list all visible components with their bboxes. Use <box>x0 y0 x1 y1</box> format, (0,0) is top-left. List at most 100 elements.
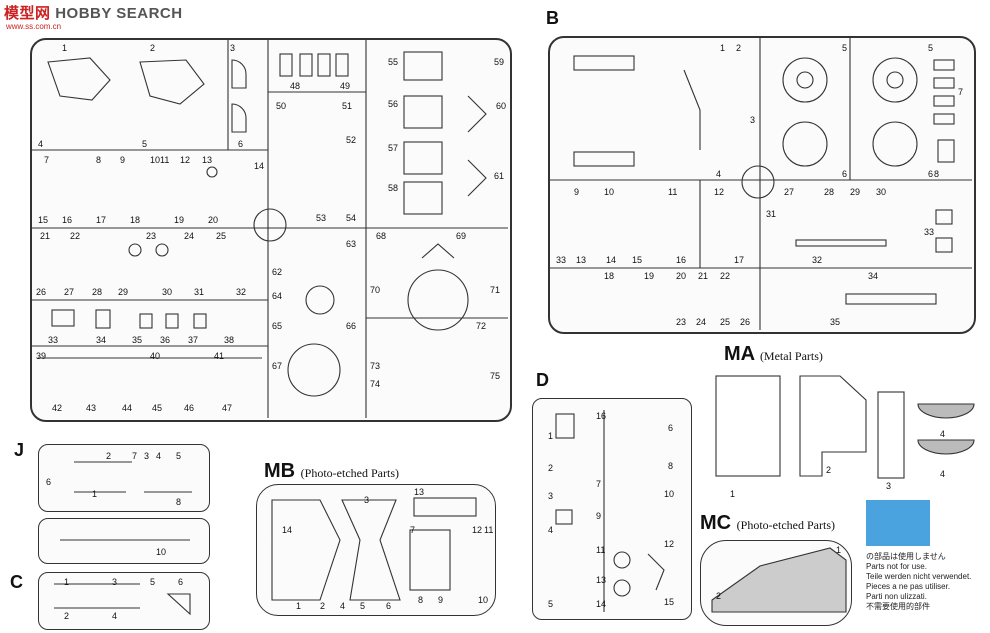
watermark-logo: 模型网 HOBBY SEARCH <box>4 2 183 23</box>
part-number-b: 2 <box>736 43 742 53</box>
part-number-b: 33 <box>924 227 935 237</box>
part-a66 <box>287 343 341 397</box>
part-mb13 <box>413 497 477 517</box>
part-mc1 <box>711 547 847 613</box>
part-number-mb: 9 <box>438 595 444 605</box>
legend-line-fr: Pieces a ne pas utiliser. <box>866 582 951 591</box>
part-number-a: 20 <box>208 215 219 225</box>
sprue-mb-label: MB <box>264 460 296 482</box>
part-d15 <box>647 553 665 591</box>
part-number-a: 39 <box>36 351 47 361</box>
sprue-mc-label: MC <box>700 512 732 534</box>
part-number-mb: 4 <box>340 601 346 611</box>
part-number-d: 12 <box>664 539 675 549</box>
sprue-j-top-frame <box>38 444 210 512</box>
part-number-a: 1 <box>62 43 68 53</box>
part-number-c: 2 <box>64 611 70 621</box>
part-number-a: 10 <box>150 155 161 165</box>
part-number-j: 5 <box>176 451 182 461</box>
part-number-a: 5 <box>142 139 148 149</box>
part-number-b: 4 <box>716 169 722 179</box>
sprue-c-frame <box>38 572 210 630</box>
part-number-b: 7 <box>958 87 964 97</box>
part-number-mc: 2 <box>716 591 722 601</box>
part-ma2 <box>799 375 867 477</box>
part-number-b: 9 <box>574 187 580 197</box>
part-number-a: 64 <box>272 291 283 301</box>
part-number-c: 6 <box>178 577 184 587</box>
part-number-mb: 8 <box>418 595 424 605</box>
part-number-d: 8 <box>668 461 674 471</box>
part-number-d: 14 <box>596 599 607 609</box>
part-b34 <box>845 293 937 305</box>
part-a59 <box>467 95 487 133</box>
legend-line-it: Parti non ulizzati. <box>866 592 927 601</box>
part-a48 <box>317 53 331 77</box>
sprue-c-title: C <box>10 572 23 592</box>
part-number-c: 1 <box>64 577 70 587</box>
part-number-a: 56 <box>388 99 399 109</box>
legend-line-ja: の部品は使用しません <box>866 552 946 561</box>
part-number-b: 18 <box>604 271 615 281</box>
part-b-box2 <box>573 151 635 167</box>
part-number-j: 1 <box>92 489 98 499</box>
part-number-b: 24 <box>696 317 707 327</box>
part-number-a: 54 <box>346 213 357 223</box>
part-number-a: 32 <box>236 287 247 297</box>
sprue-ma-sub: (Metal Parts) <box>759 349 823 363</box>
part-number-a: 2 <box>150 43 156 53</box>
part-number-a: 15 <box>38 215 49 225</box>
part-number-a: 44 <box>122 403 133 413</box>
part-number-a: 4 <box>38 139 44 149</box>
part-number-b: 11 <box>668 187 678 197</box>
part-number-d: 13 <box>596 575 607 585</box>
part-number-a: 16 <box>62 215 73 225</box>
part-b7d <box>933 113 955 125</box>
part-a47 <box>279 53 293 77</box>
part-number-a: 41 <box>214 351 225 361</box>
part-number-d: 11 <box>596 545 606 555</box>
part-number-mb: 2 <box>320 601 326 611</box>
part-number-ma: 3 <box>886 481 892 491</box>
sprue-b-hub <box>741 165 775 199</box>
part-number-b: 20 <box>676 271 687 281</box>
part-number-a: 59 <box>494 57 505 67</box>
part-number-d: 1 <box>548 431 554 441</box>
part-number-a: 70 <box>370 285 381 295</box>
part-number-a: 40 <box>150 351 161 361</box>
part-ma4b <box>917 439 975 455</box>
part-number-ma: 1 <box>730 489 736 499</box>
sprue-j-title: J <box>14 440 25 460</box>
part-number-a: 13 <box>202 155 213 165</box>
part-b30 <box>795 239 887 247</box>
sprue-mc-title: MC (Photo-etched Parts) <box>700 512 835 535</box>
part-number-b: 1 <box>720 43 726 53</box>
part-number-d: 15 <box>664 597 675 607</box>
part-number-a: 53 <box>316 213 327 223</box>
part-number-b: 13 <box>576 255 587 265</box>
part-d14 <box>613 579 631 597</box>
part-a71 <box>407 269 469 331</box>
part-number-mb: 11 <box>484 525 494 535</box>
part-number-a: 51 <box>342 101 353 111</box>
part-number-c: 4 <box>112 611 118 621</box>
part-number-a: 36 <box>160 335 171 345</box>
part-b1 <box>683 69 701 150</box>
part-number-a: 65 <box>272 321 283 331</box>
part-number-b: 14 <box>606 255 617 265</box>
part-number-a: 55 <box>388 57 399 67</box>
sprue-a-hub <box>253 208 287 242</box>
part-number-a: 7 <box>44 155 50 165</box>
part-number-a: 48 <box>290 81 301 91</box>
part-number-d: 3 <box>548 491 554 501</box>
sprue-mb-sub: (Photo-etched Parts) <box>300 466 399 480</box>
legend-line-de: Teile werden nicht verwendet. <box>866 572 972 581</box>
part-number-b: 27 <box>784 187 795 197</box>
part-b31b <box>935 237 953 253</box>
part-number-a: 25 <box>216 231 227 241</box>
part-a47b <box>299 53 313 77</box>
part-number-a: 27 <box>64 287 75 297</box>
watermark-url: www.ss.com.cn <box>6 22 62 31</box>
part-number-a: 43 <box>86 403 97 413</box>
